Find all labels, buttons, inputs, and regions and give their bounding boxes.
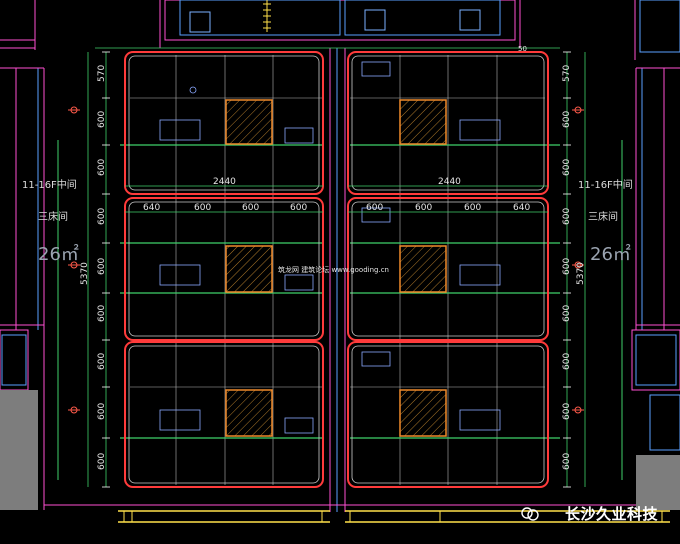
dim-texts-left: 570 600 600 600 600 600 600 600 600 5370 (80, 65, 107, 470)
green-separators (120, 144, 560, 439)
room-right-name: 三床间 (588, 210, 618, 223)
dim-right-8: 600 (562, 453, 572, 470)
room-right-label: 11-16F中间 (578, 178, 633, 191)
dim-left-7: 600 (97, 403, 107, 420)
dim-left-2: 600 (97, 159, 107, 176)
desks (225, 99, 447, 437)
room-left-name: 三床间 (38, 210, 68, 223)
inner-frames (128, 55, 545, 484)
bunk-frames (124, 51, 549, 488)
dim-left-3: 600 (97, 208, 107, 225)
dim-left-4: 600 (97, 258, 107, 275)
room-left-label: 11-16F中间 (22, 178, 77, 191)
dim-right-2: 600 (562, 159, 572, 176)
dim-right-7: 600 (562, 403, 572, 420)
dim-right-4: 600 (562, 258, 572, 275)
dim-left-overall: 5370 (80, 262, 90, 285)
dim-col-left-1: 600 (194, 203, 211, 213)
dim-texts-horizontal: 2440 2440 640 600 600 600 600 600 600 64… (143, 45, 530, 213)
dim-left-6: 600 (97, 353, 107, 370)
room-left-area: 26㎡ (38, 243, 79, 265)
furniture (159, 61, 501, 434)
dim-right-1: 600 (562, 111, 572, 128)
dim-right-overall: 5370 (576, 262, 586, 285)
room-right-area: 26㎡ (590, 243, 631, 265)
dim-right-6: 600 (562, 353, 572, 370)
top-structure (0, 0, 680, 60)
dim-left-5: 600 (97, 305, 107, 322)
dim-col-right-2: 600 (464, 203, 481, 213)
dimension-lines (87, 47, 586, 487)
dim-top-left: 2440 (213, 177, 236, 187)
room-markers (68, 106, 584, 414)
dim-top-small: 50 (518, 45, 527, 53)
dim-right-0: 570 (562, 65, 572, 82)
dim-texts-right: 570 600 600 600 600 600 600 600 600 5370 (562, 65, 586, 470)
dim-col-right-3: 640 (513, 203, 530, 213)
central-column (329, 48, 346, 512)
dim-col-right-0: 600 (366, 203, 383, 213)
brand-logo-icon (520, 504, 540, 524)
dim-right-5: 600 (562, 305, 572, 322)
dim-top-right: 2440 (438, 177, 461, 187)
dim-left-8: 600 (97, 453, 107, 470)
dim-left-0: 570 (97, 65, 107, 82)
dim-col-left-2: 600 (242, 203, 259, 213)
bottom-railing (44, 504, 670, 523)
room-labels: 11-16F中间 三床间 26㎡ 11-16F中间 三床间 26㎡ (22, 178, 633, 265)
dimension-ticks (102, 51, 571, 488)
side-walls (0, 67, 680, 510)
dim-col-left-3: 600 (290, 203, 307, 213)
dim-left-1: 600 (97, 111, 107, 128)
brand-text: 长沙久业科技 (564, 505, 658, 523)
watermark-text: 筑龙网 建筑论坛 www.gooding.cn (278, 265, 389, 274)
dim-col-left-0: 640 (143, 203, 160, 213)
dim-col-right-1: 600 (415, 203, 432, 213)
dim-right-3: 600 (562, 208, 572, 225)
